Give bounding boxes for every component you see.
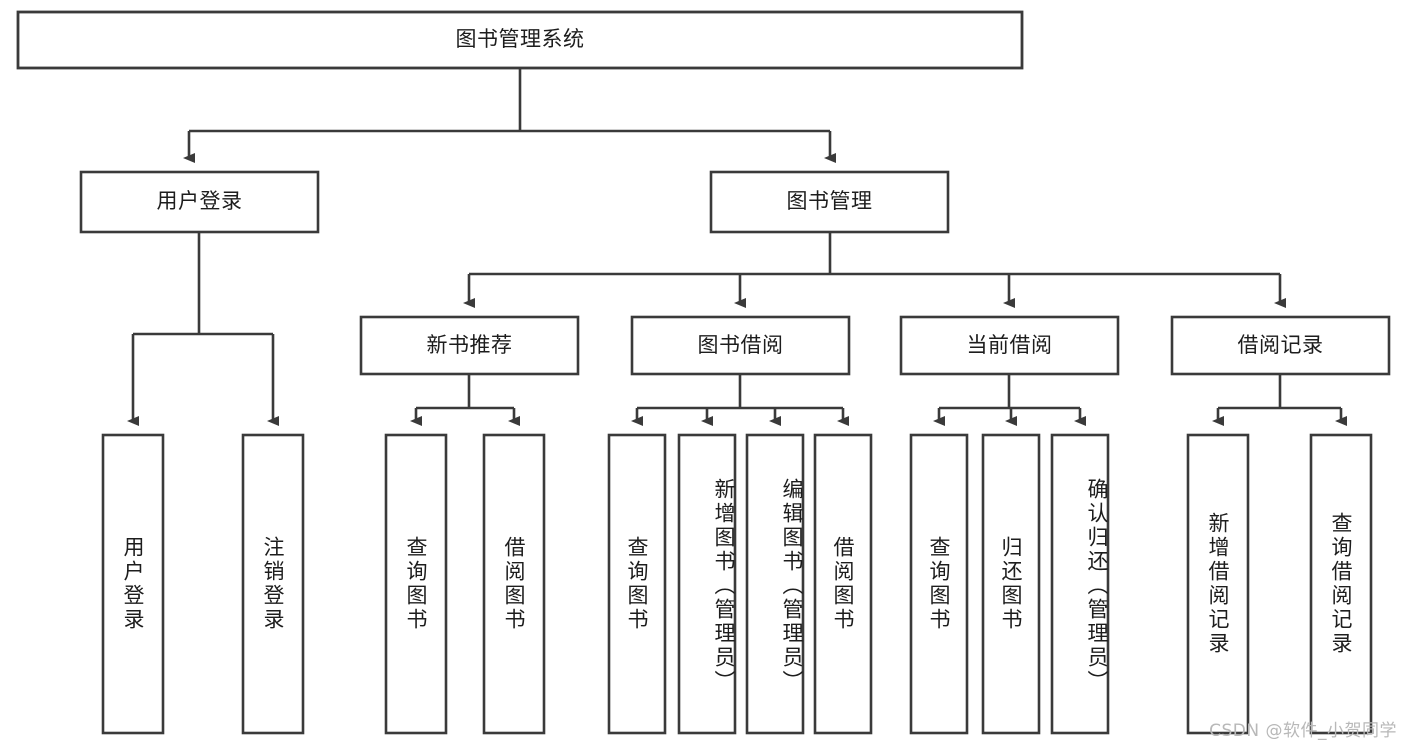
connectors [127,68,1347,426]
node-rect-leaf-2[interactable] [384,433,448,735]
node-rect-leaf-9[interactable] [981,433,1041,735]
node-rect-l1-0[interactable] [79,170,320,234]
node-rect-leaf-11[interactable] [1186,433,1250,735]
node-rectangles [16,10,1391,735]
node-rect-leaf-10[interactable] [1050,433,1110,735]
node-rect-leaf-6[interactable] [745,433,805,735]
node-rect-leaf-1[interactable] [241,433,305,735]
node-rect-l2-2[interactable] [899,315,1120,376]
node-rect-leaf-0[interactable] [101,433,165,735]
node-rect-root[interactable] [16,10,1024,70]
node-rect-leaf-7[interactable] [813,433,873,735]
node-rect-l2-0[interactable] [359,315,580,376]
csdn-watermark: CSDN @软件_小贺同学 [1209,721,1397,741]
node-rect-l2-3[interactable] [1170,315,1391,376]
node-rect-leaf-3[interactable] [482,433,546,735]
node-rect-l2-1[interactable] [630,315,851,376]
node-rect-leaf-4[interactable] [607,433,667,735]
node-rect-leaf-12[interactable] [1309,433,1373,735]
node-rect-leaf-8[interactable] [909,433,969,735]
node-rect-l1-1[interactable] [709,170,950,234]
node-rect-leaf-5[interactable] [677,433,737,735]
